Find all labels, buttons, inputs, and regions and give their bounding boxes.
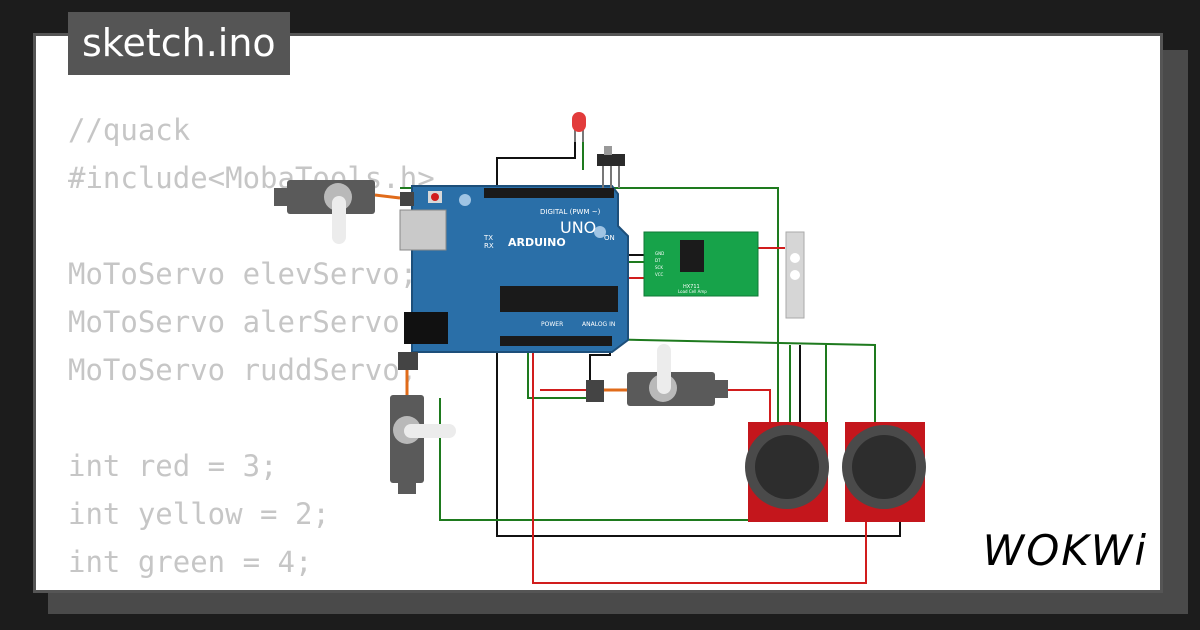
- code-line: //quack: [68, 113, 191, 147]
- wokwi-logo: WOKWi: [982, 526, 1148, 575]
- wire-black: [496, 382, 901, 537]
- reset-button-cap: [431, 193, 439, 201]
- load-cell[interactable]: [785, 231, 805, 319]
- arduino-label: ARDUINO: [508, 236, 566, 249]
- servo-elevator[interactable]: [274, 180, 414, 244]
- servo-connector: [400, 192, 414, 206]
- joystick-left[interactable]: [745, 422, 829, 522]
- code-line: MoToServo elevServo;: [68, 257, 418, 291]
- code-line: int yellow = 2;: [68, 497, 330, 531]
- joystick-stick[interactable]: [852, 435, 916, 499]
- hx711-chip: [680, 240, 704, 272]
- switch-knob[interactable]: [604, 146, 612, 155]
- joystick-stick[interactable]: [755, 435, 819, 499]
- atmega-chip: [500, 286, 618, 312]
- red-led[interactable]: [572, 112, 586, 142]
- hx711-label: HX711: [683, 284, 700, 290]
- servo-tab: [714, 380, 728, 398]
- mount-hole: [459, 194, 471, 206]
- switch-body: [597, 154, 625, 166]
- servo-horn[interactable]: [657, 344, 671, 394]
- power-label: POWER: [541, 321, 563, 328]
- hx711-sublabel: Load Cell Amp: [678, 289, 707, 294]
- hx711-pin-label: DT: [655, 258, 661, 263]
- code-line: MoToServo alerServo;: [68, 305, 418, 339]
- hx711-pin-label: SCK: [655, 265, 663, 270]
- power-jack: [404, 312, 448, 344]
- uno-label: UNO: [560, 218, 596, 237]
- joystick-right[interactable]: [842, 422, 926, 522]
- hx711-pin-label: VCC: [655, 272, 664, 277]
- wire-green: [527, 345, 588, 399]
- on-label: ON: [604, 234, 615, 242]
- slide-switch[interactable]: [597, 146, 625, 188]
- arduino-uno[interactable]: DIGITAL (PWM ~) ARDUINO UNO TX RX ON POW…: [399, 185, 629, 353]
- analog-header: [500, 336, 612, 346]
- usb-port: [399, 209, 447, 251]
- code-line: int green = 4;: [68, 545, 313, 579]
- servo-connector: [398, 352, 418, 370]
- code-line: MoToServo ruddServo;: [68, 353, 418, 387]
- mount-hole: [594, 226, 606, 238]
- analog-label: ANALOG IN: [582, 321, 615, 328]
- load-cell-hole: [790, 253, 800, 263]
- hx711-module[interactable]: HX711 Load Cell Amp GND DT SCK VCC: [643, 231, 759, 297]
- rx-label: RX: [484, 242, 494, 250]
- servo-connector: [586, 380, 604, 402]
- servo-tab: [274, 188, 288, 206]
- digital-label: DIGITAL (PWM ~): [540, 208, 601, 216]
- hx711-pin-label: GND: [655, 251, 664, 256]
- led-body: [572, 112, 586, 132]
- code-preview: //quack #include<MobaTools.h> MoToServo …: [68, 106, 435, 586]
- servo-rudder[interactable]: [390, 352, 456, 494]
- servo-horn[interactable]: [404, 424, 456, 438]
- servo-tab: [398, 482, 416, 494]
- tx-label: TX: [483, 234, 493, 242]
- code-line: int red = 3;: [68, 449, 278, 483]
- load-cell-hole: [790, 270, 800, 280]
- project-title: sketch.ino: [68, 12, 290, 75]
- wire-red: [532, 345, 867, 584]
- servo-aileron[interactable]: [586, 344, 728, 406]
- digital-header: [484, 188, 614, 198]
- servo-horn[interactable]: [332, 196, 346, 244]
